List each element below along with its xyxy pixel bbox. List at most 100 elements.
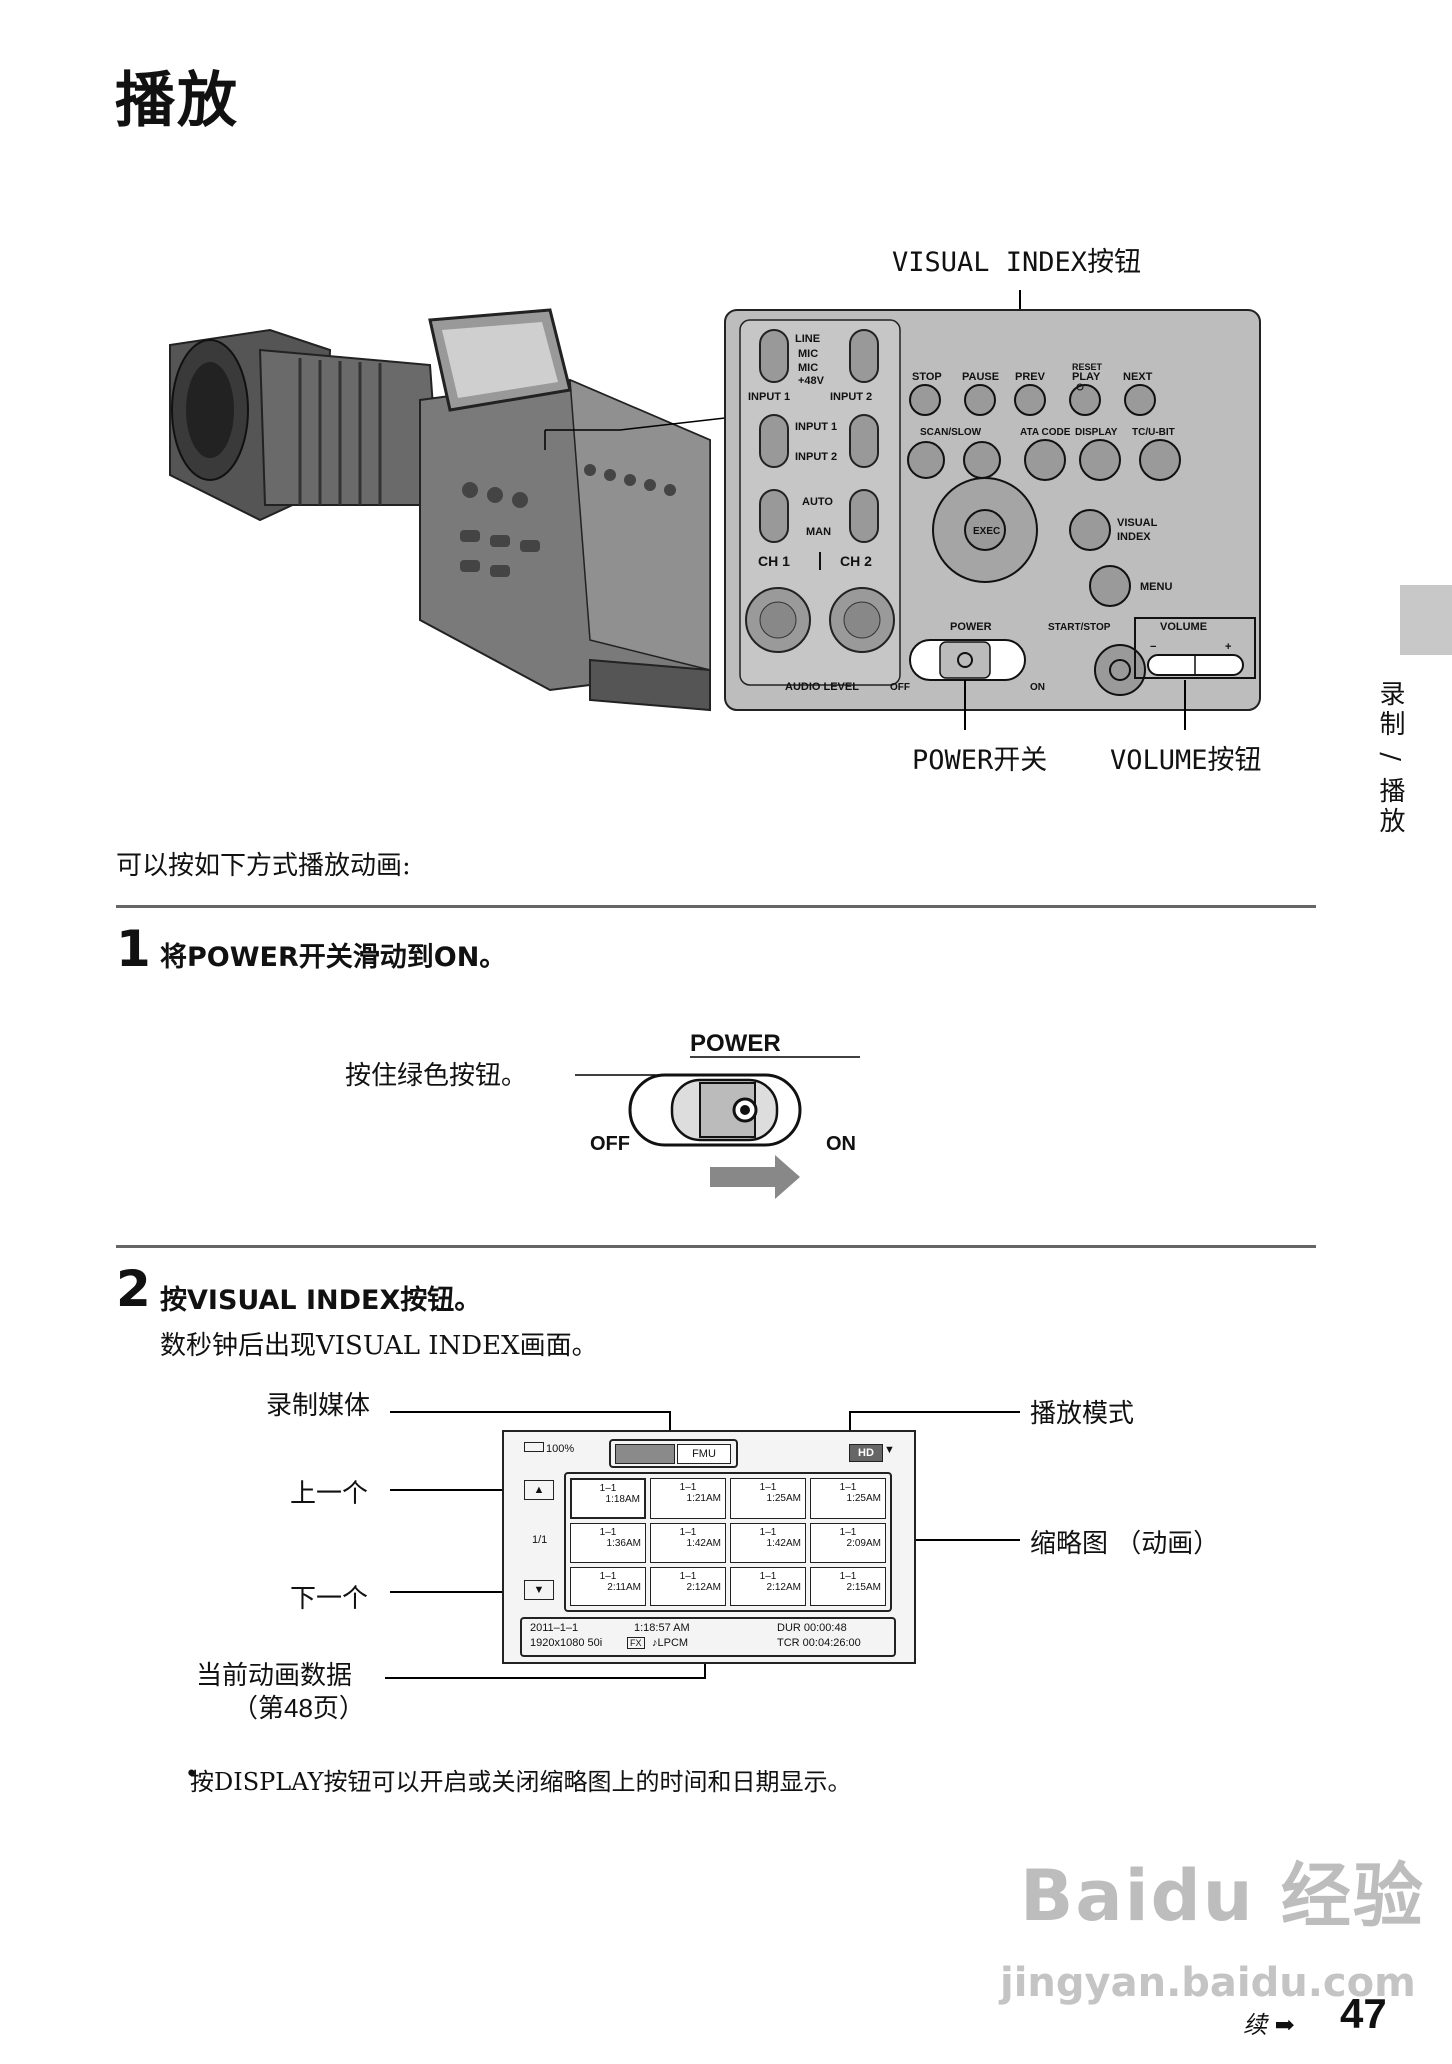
thumbnail-time: 1:42AM: [766, 1538, 801, 1550]
svg-text:−: −: [1150, 641, 1156, 653]
thumbnail-id: 1–1: [759, 1482, 777, 1493]
playback-mode-badge[interactable]: HD: [849, 1444, 883, 1462]
thumbnail-time: 2:15AM: [846, 1581, 881, 1593]
svg-text:MIC: MIC: [798, 348, 818, 360]
battery-indicator: 100%: [524, 1442, 574, 1455]
svg-text:POWER: POWER: [950, 621, 992, 633]
thumbnail-id: 1–1: [839, 1527, 857, 1539]
step2-rule: [116, 1245, 1316, 1248]
bullet-dot: •: [185, 1762, 198, 1787]
thumbnail-id: 1–1: [679, 1482, 697, 1493]
thumbnail-time: 1:21AM: [686, 1493, 721, 1504]
thumbnail-id: 1–1: [759, 1527, 777, 1539]
mode-dropdown-icon[interactable]: ▼: [884, 1444, 895, 1456]
info-audio: ♪LPCM: [652, 1637, 689, 1649]
media-tab-fmu[interactable]: FMU: [677, 1444, 731, 1464]
svg-text:PREV: PREV: [1015, 371, 1046, 383]
svg-text:VISUAL: VISUAL: [1117, 517, 1158, 529]
up-arrow-icon: ▲: [533, 1484, 545, 1496]
continue-label: 续 ➡: [1243, 2005, 1295, 2040]
svg-text:ATA CODE: ATA CODE: [1020, 427, 1071, 438]
thumbnail-time: 1:42AM: [686, 1538, 721, 1550]
callout-visual-index: VISUAL INDEX按钮: [892, 247, 1142, 278]
svg-text:EXEC: EXEC: [973, 526, 1000, 537]
svg-text:MIC: MIC: [798, 362, 818, 374]
thumbnail-time: 1:25AM: [766, 1493, 801, 1504]
svg-text:+48V: +48V: [798, 375, 825, 387]
svg-text:TC/U-BIT: TC/U-BIT: [1132, 427, 1175, 438]
media-tab-memory[interactable]: [615, 1444, 675, 1464]
info-time: 1:18:57 AM: [634, 1622, 690, 1634]
battery-icon: [524, 1442, 544, 1452]
step1-switch-label: POWER: [690, 1030, 781, 1057]
svg-text:INDEX: INDEX: [1117, 531, 1151, 543]
thumbnail-id: 1–1: [599, 1570, 617, 1582]
thumbnail-time: 1:25AM: [846, 1493, 881, 1504]
callout-volume-button: VOLUME按钮: [1110, 745, 1262, 776]
step1-hint: 按住绿色按钮。: [345, 1061, 528, 1091]
svg-text:+: +: [1225, 641, 1231, 653]
info-format: 1920x1080 50i: [530, 1637, 603, 1649]
thumbnail-time: 2:12AM: [766, 1581, 801, 1593]
svg-text:DISPLAY: DISPLAY: [1075, 427, 1118, 438]
step1-off-label: OFF: [590, 1133, 630, 1155]
svg-text:AUTO: AUTO: [802, 496, 833, 508]
step1-on-label: ON: [826, 1133, 856, 1155]
svg-text:INPUT 1: INPUT 1: [748, 391, 790, 403]
svg-text:INPUT 2: INPUT 2: [830, 391, 872, 403]
page-title: 播放: [115, 66, 239, 136]
svg-text:VOLUME: VOLUME: [1160, 621, 1207, 633]
svg-text:OFF: OFF: [890, 682, 910, 693]
media-tabs: FMU: [609, 1439, 738, 1468]
thumbnail-time: 1:36AM: [606, 1538, 641, 1550]
prev-page-button[interactable]: ▲: [524, 1480, 554, 1500]
thumbnail-time: 2:09AM: [846, 1538, 881, 1550]
svg-text:INPUT 2: INPUT 2: [795, 451, 837, 463]
side-section-label: 录制 / 播放: [1375, 680, 1405, 838]
thumbnail-id: 1–1: [839, 1482, 857, 1493]
svg-text:NEXT: NEXT: [1123, 371, 1153, 383]
thumbnail-id: 1–1: [679, 1570, 697, 1582]
thumbnail-id: 1–1: [599, 1483, 617, 1494]
callout-recording-media: 录制媒体: [266, 1390, 371, 1420]
callout-current-data: 当前动画数据: [196, 1660, 353, 1690]
svg-text:PLAY: PLAY: [1072, 371, 1101, 383]
slide-arrow-icon: [710, 1155, 800, 1199]
thumbnail-id: 1–1: [599, 1527, 617, 1539]
side-tab-marker: [1400, 585, 1452, 655]
page-number: 47: [1340, 1990, 1387, 2037]
info-timecode: TCR 00:04:26:00: [777, 1637, 861, 1649]
bullet-note: 按DISPLAY按钮可以开启或关闭缩略图上的时间和日期显示。: [190, 1768, 852, 1796]
watermark-url: jingyan.baidu.com: [1000, 1960, 1416, 2006]
power-switch-diagram: [575, 1056, 860, 1199]
step2-text: 按VISUAL INDEX按钮。: [160, 1285, 482, 1316]
step2-number: 2: [116, 1260, 151, 1318]
step1-rule: [116, 905, 1316, 908]
thumbnail-time: 2:12AM: [686, 1581, 721, 1593]
watermark-logo: Baidu 经验: [1020, 1855, 1425, 1937]
thumbnail-time: 1:18AM: [605, 1494, 640, 1505]
svg-text:MENU: MENU: [1140, 581, 1172, 593]
info-duration: DUR 00:00:48: [777, 1622, 847, 1634]
callout-power-switch: POWER开关: [912, 745, 1048, 776]
down-arrow-icon: ▼: [533, 1584, 545, 1596]
callout-playback-mode: 播放模式: [1030, 1398, 1135, 1428]
next-page-button[interactable]: ▼: [524, 1580, 554, 1600]
svg-text:RESET: RESET: [1072, 362, 1103, 372]
